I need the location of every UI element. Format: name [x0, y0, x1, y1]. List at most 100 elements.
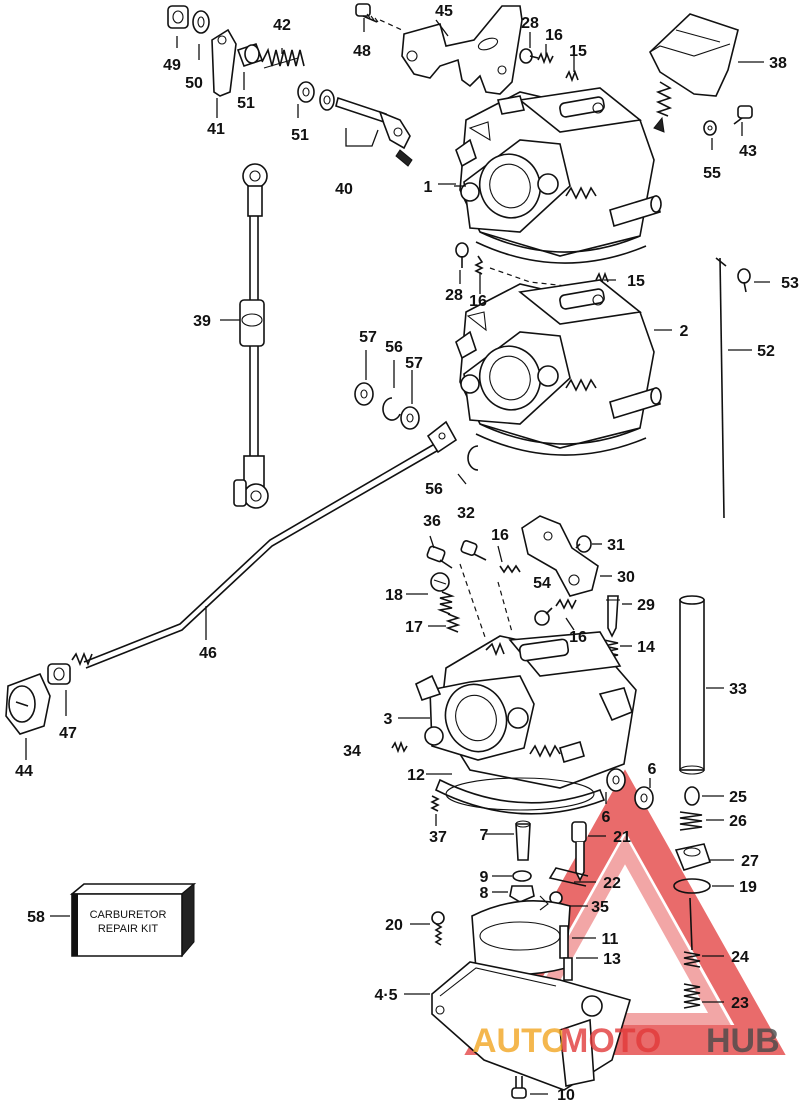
label-15a: 15: [569, 43, 587, 60]
jet-7: [515, 820, 531, 861]
label-16c: 16: [491, 527, 509, 544]
bracket-30: [521, 515, 599, 597]
label-41: 41: [207, 121, 225, 138]
carburetor-3: [414, 631, 637, 815]
screw-18: [430, 572, 455, 615]
label-9: 9: [480, 869, 489, 886]
kit-line-2: REPAIR KIT: [98, 923, 159, 935]
label-6b: 6: [602, 809, 611, 826]
label-43: 43: [739, 143, 757, 160]
pin-13: [563, 957, 573, 981]
bracket-45: [401, 5, 523, 95]
label-51a: 51: [237, 95, 255, 112]
label-3: 3: [384, 711, 393, 728]
screw-28a: [519, 48, 539, 64]
screw-54: [534, 607, 553, 626]
label-47: 47: [59, 725, 77, 742]
label-28b: 28: [445, 287, 463, 304]
label-39: 39: [193, 313, 211, 330]
label-15b: 15: [627, 273, 645, 290]
label-16d: 16: [569, 629, 587, 646]
carburetor-2: [455, 279, 662, 456]
automotohub-watermark-text: AUTO MOTO HUB: [472, 1022, 780, 1060]
label-26: 26: [729, 813, 747, 830]
tube-33: [679, 595, 705, 775]
label-24: 24: [731, 949, 749, 966]
screw-28b: [455, 242, 469, 268]
spring-16c: [499, 564, 521, 574]
screw-15a: [565, 69, 579, 83]
label-56b: 56: [425, 481, 443, 498]
screw-34: [391, 740, 408, 754]
bushing-51a: [236, 42, 264, 68]
label-14: 14: [637, 639, 655, 656]
label-8: 8: [480, 885, 489, 902]
label-17: 17: [405, 619, 423, 636]
needle-29: [606, 595, 620, 638]
label-56a: 56: [385, 339, 403, 356]
screw-43: [733, 105, 753, 125]
label-51b: 51: [291, 127, 309, 144]
label-22: 22: [603, 875, 621, 892]
clip-56a: [382, 397, 401, 421]
label-52: 52: [757, 343, 775, 360]
screw-10: [511, 1076, 527, 1099]
bushing-51b: [297, 81, 315, 103]
washer-55: [703, 120, 717, 136]
label-20: 20: [385, 917, 403, 934]
o-ring-19: [673, 878, 711, 894]
label-21: 21: [613, 829, 631, 846]
spring-16a: [537, 51, 554, 65]
label-35: 35: [591, 899, 609, 916]
washer-57b: [400, 406, 420, 430]
label-38: 38: [769, 55, 787, 72]
label-16b: 16: [469, 293, 487, 310]
knob-44: [5, 672, 51, 735]
primer-bulb-38: [649, 13, 764, 133]
label-27: 27: [741, 853, 759, 870]
spring-14: [603, 639, 619, 659]
nut-8: [509, 885, 535, 903]
label-49: 49: [163, 57, 181, 74]
float: [471, 895, 571, 976]
label-2: 2: [680, 323, 689, 340]
kit-line-1: CARBURETOR: [90, 909, 167, 921]
lever-41: [211, 28, 237, 97]
label-37: 37: [429, 829, 447, 846]
washer-51c: [319, 89, 335, 111]
label-53: 53: [781, 275, 799, 292]
shaft-40: [335, 96, 413, 167]
label-28a: 28: [521, 15, 539, 32]
needle-24: [683, 897, 701, 968]
washer-50: [192, 10, 210, 34]
spring-23: [683, 983, 701, 1009]
label-12: 12: [407, 767, 425, 784]
label-11: 11: [602, 931, 619, 948]
clip-22: [548, 867, 589, 887]
screw-37: [430, 795, 440, 812]
label-30: 30: [617, 569, 635, 586]
washer-57a: [354, 382, 374, 406]
label-18: 18: [385, 587, 403, 604]
label-4-5: 4·5: [374, 987, 397, 1004]
label-44: 44: [15, 763, 33, 780]
screw-48: [355, 3, 379, 23]
spring-42: [261, 47, 305, 69]
link-rod-39: [233, 163, 269, 509]
washer-6a: [606, 768, 626, 792]
label-50: 50: [185, 75, 203, 92]
screw-32: [460, 540, 487, 561]
watermark-moto: MOTO: [560, 1022, 661, 1060]
spring-16b: [474, 255, 484, 275]
label-13: 13: [603, 951, 621, 968]
float-bowl-45: [431, 961, 631, 1091]
label-55: 55: [703, 165, 721, 182]
screw-36: [426, 545, 453, 569]
plug-27: [674, 843, 712, 871]
cap-25: [684, 786, 700, 806]
label-32: 32: [457, 505, 475, 522]
pin-11: [559, 925, 569, 959]
label-29: 29: [637, 597, 655, 614]
label-10: 10: [557, 1087, 575, 1103]
